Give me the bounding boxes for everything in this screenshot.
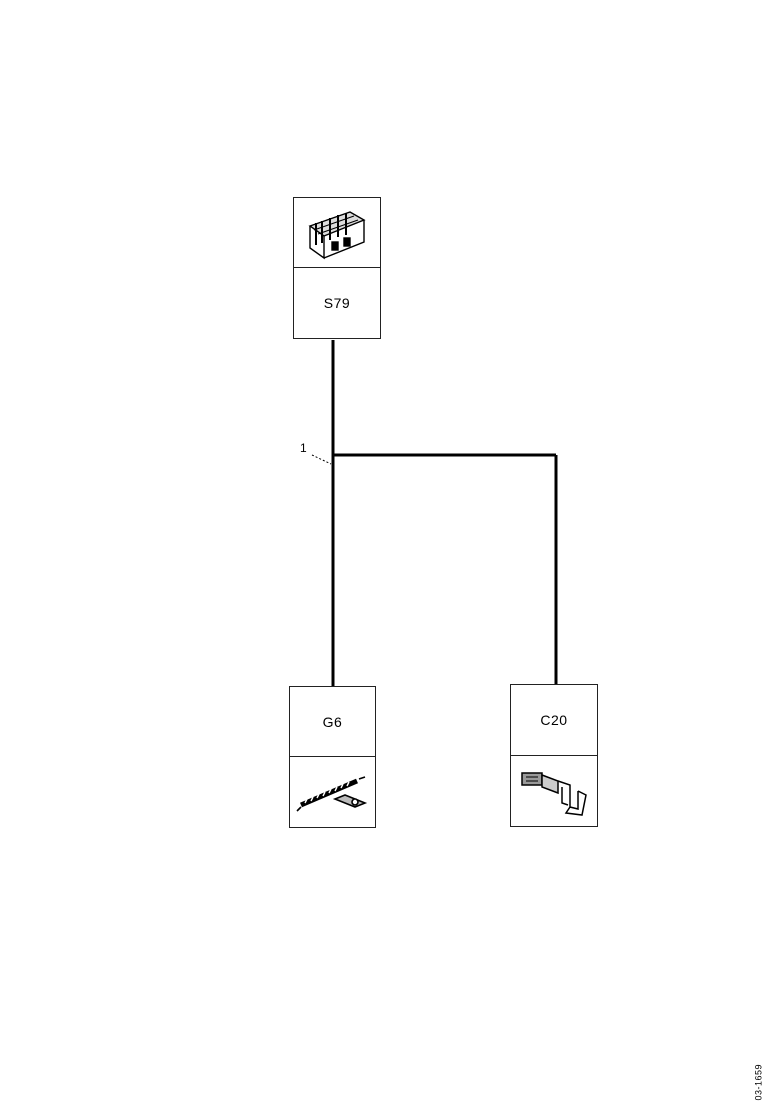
component-g6-image [290,757,375,827]
component-c20-label: C20 [540,711,568,728]
component-c20-label-cell: C20 [511,685,597,756]
component-s79[interactable]: S79 [293,197,381,339]
multi-pin-connector-icon [308,210,366,259]
terminal-clip-icon [521,772,587,816]
ground-strap-icon [295,776,367,812]
wire-label-leader [311,454,332,465]
component-c20-image [511,756,597,827]
component-s79-label-cell: S79 [294,268,380,338]
component-g6-label-cell: G6 [290,687,375,757]
component-s79-label: S79 [323,295,351,311]
component-s79-image [294,198,380,268]
drawing-reference-code: 03-1659 [754,1064,764,1101]
component-c20[interactable]: C20 [510,684,598,827]
component-g6[interactable]: G6 [289,686,376,828]
wire-number-label: 1 [300,441,307,455]
component-g6-label: G6 [322,713,343,730]
